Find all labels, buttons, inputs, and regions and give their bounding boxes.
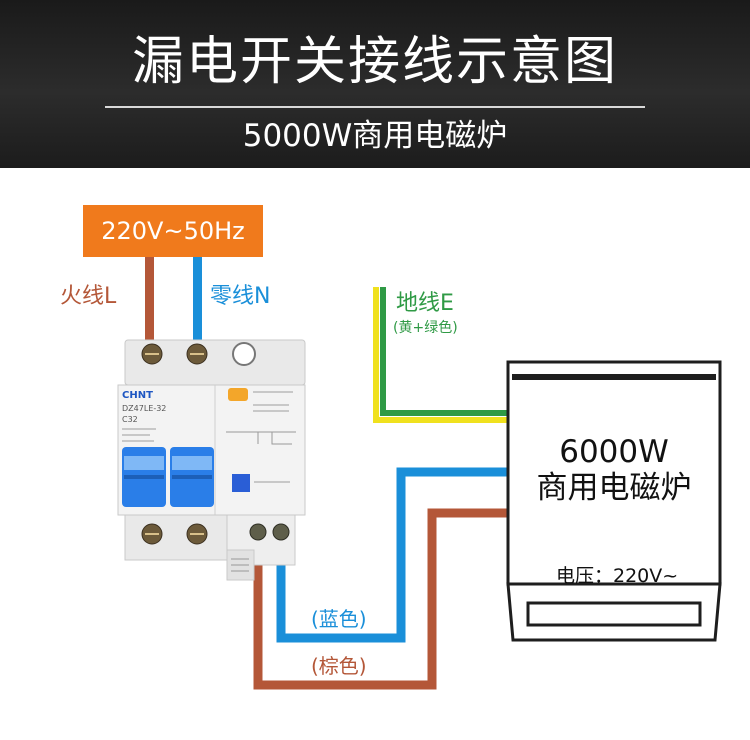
neutral-wire-label: 零线N bbox=[210, 284, 271, 309]
cooker-power-rating: 6000W bbox=[559, 434, 669, 470]
breaker-model: DZ47LE-32 bbox=[122, 404, 166, 413]
breaker-handle-left[interactable] bbox=[122, 447, 166, 507]
earth-wire-yellow-horizontal bbox=[373, 417, 508, 423]
cooker-top-rim bbox=[512, 374, 716, 380]
earth-wire-label: 地线E bbox=[396, 291, 454, 316]
neutral-wire-supply bbox=[193, 255, 202, 340]
trip-indicator bbox=[232, 474, 250, 492]
breaker-bottom-block bbox=[124, 514, 228, 561]
breaker-handle-right[interactable] bbox=[170, 447, 214, 507]
leakage-breaker: CHNT DZ47LE-32 C32 bbox=[117, 339, 306, 581]
page-title: 漏电开关接线示意图 bbox=[131, 32, 618, 92]
live-wire-label: 火线L bbox=[60, 284, 117, 309]
neutral-wire-output bbox=[276, 467, 508, 643]
output-terminal-blue bbox=[272, 523, 290, 541]
live-wire-supply bbox=[145, 255, 154, 340]
brown-wire-note: (棕色) bbox=[311, 654, 367, 678]
live-wire-output bbox=[253, 508, 508, 690]
breaker-brand: CHNT bbox=[122, 390, 153, 401]
induction-cooker bbox=[506, 360, 722, 642]
cooker-voltage: 电压：220V~ bbox=[556, 565, 679, 587]
page-subtitle: 5000W商用电磁炉 bbox=[242, 118, 508, 154]
earth-wire-color-note: (黄+绿色) bbox=[393, 320, 458, 336]
circuit-symbol bbox=[226, 431, 296, 445]
cooker-body bbox=[506, 360, 722, 586]
cooker-name: 商用电磁炉 bbox=[536, 470, 692, 506]
blue-wire-note: (蓝色) bbox=[311, 607, 367, 631]
power-supply-label: 220V~50Hz bbox=[83, 205, 263, 257]
header-banner: 漏电开关接线示意图 5000W商用电磁炉 bbox=[0, 0, 750, 168]
output-terminal-brown bbox=[249, 523, 267, 541]
title-divider bbox=[105, 106, 645, 108]
test-button[interactable] bbox=[228, 388, 248, 401]
earth-wire-green-horizontal bbox=[380, 410, 508, 416]
top-terminal-empty bbox=[232, 342, 256, 366]
cooker-drawer bbox=[526, 601, 702, 627]
breaker-rating: C32 bbox=[122, 415, 138, 424]
earth-wire-green-vertical bbox=[380, 287, 386, 416]
earth-wire-yellow-vertical bbox=[373, 287, 379, 423]
